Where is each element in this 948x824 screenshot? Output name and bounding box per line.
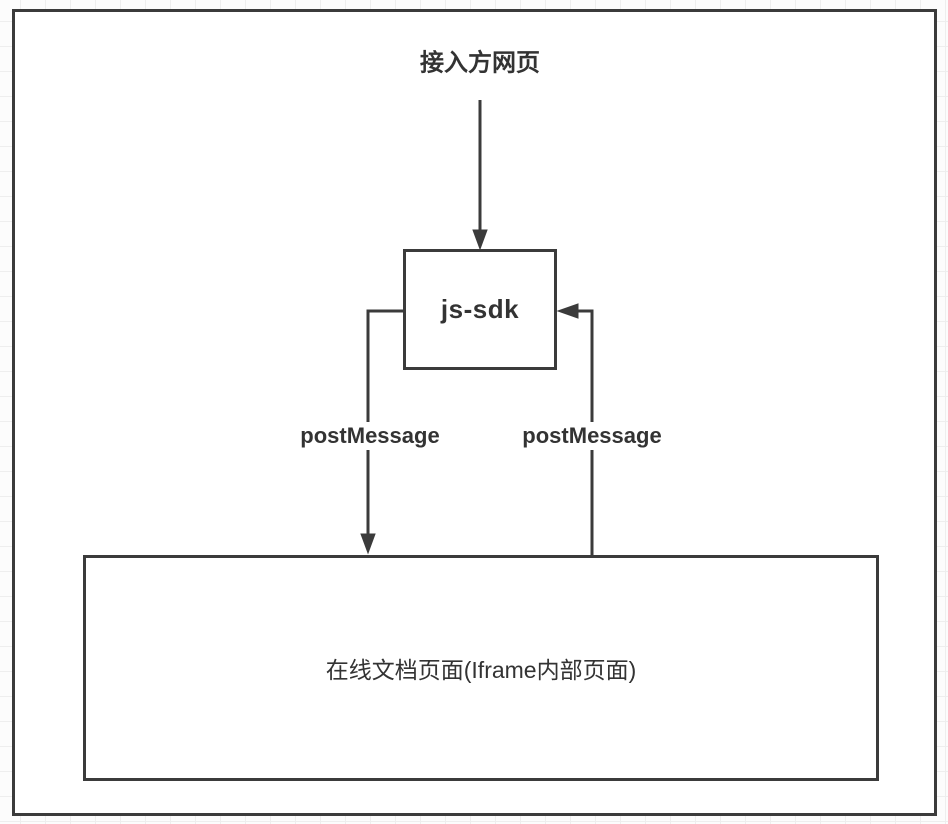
edge-label-postmessage-left: postMessage — [295, 422, 445, 450]
edge-label-postmessage-right: postMessage — [517, 422, 667, 450]
node-online-doc-label: 在线文档页面(Iframe内部页面) — [325, 657, 637, 683]
node-js-sdk: js-sdk — [403, 249, 557, 370]
diagram-title: 接入方网页 — [420, 49, 540, 77]
node-js-sdk-label: js-sdk — [440, 294, 520, 324]
node-online-doc: 在线文档页面(Iframe内部页面) — [83, 555, 879, 781]
